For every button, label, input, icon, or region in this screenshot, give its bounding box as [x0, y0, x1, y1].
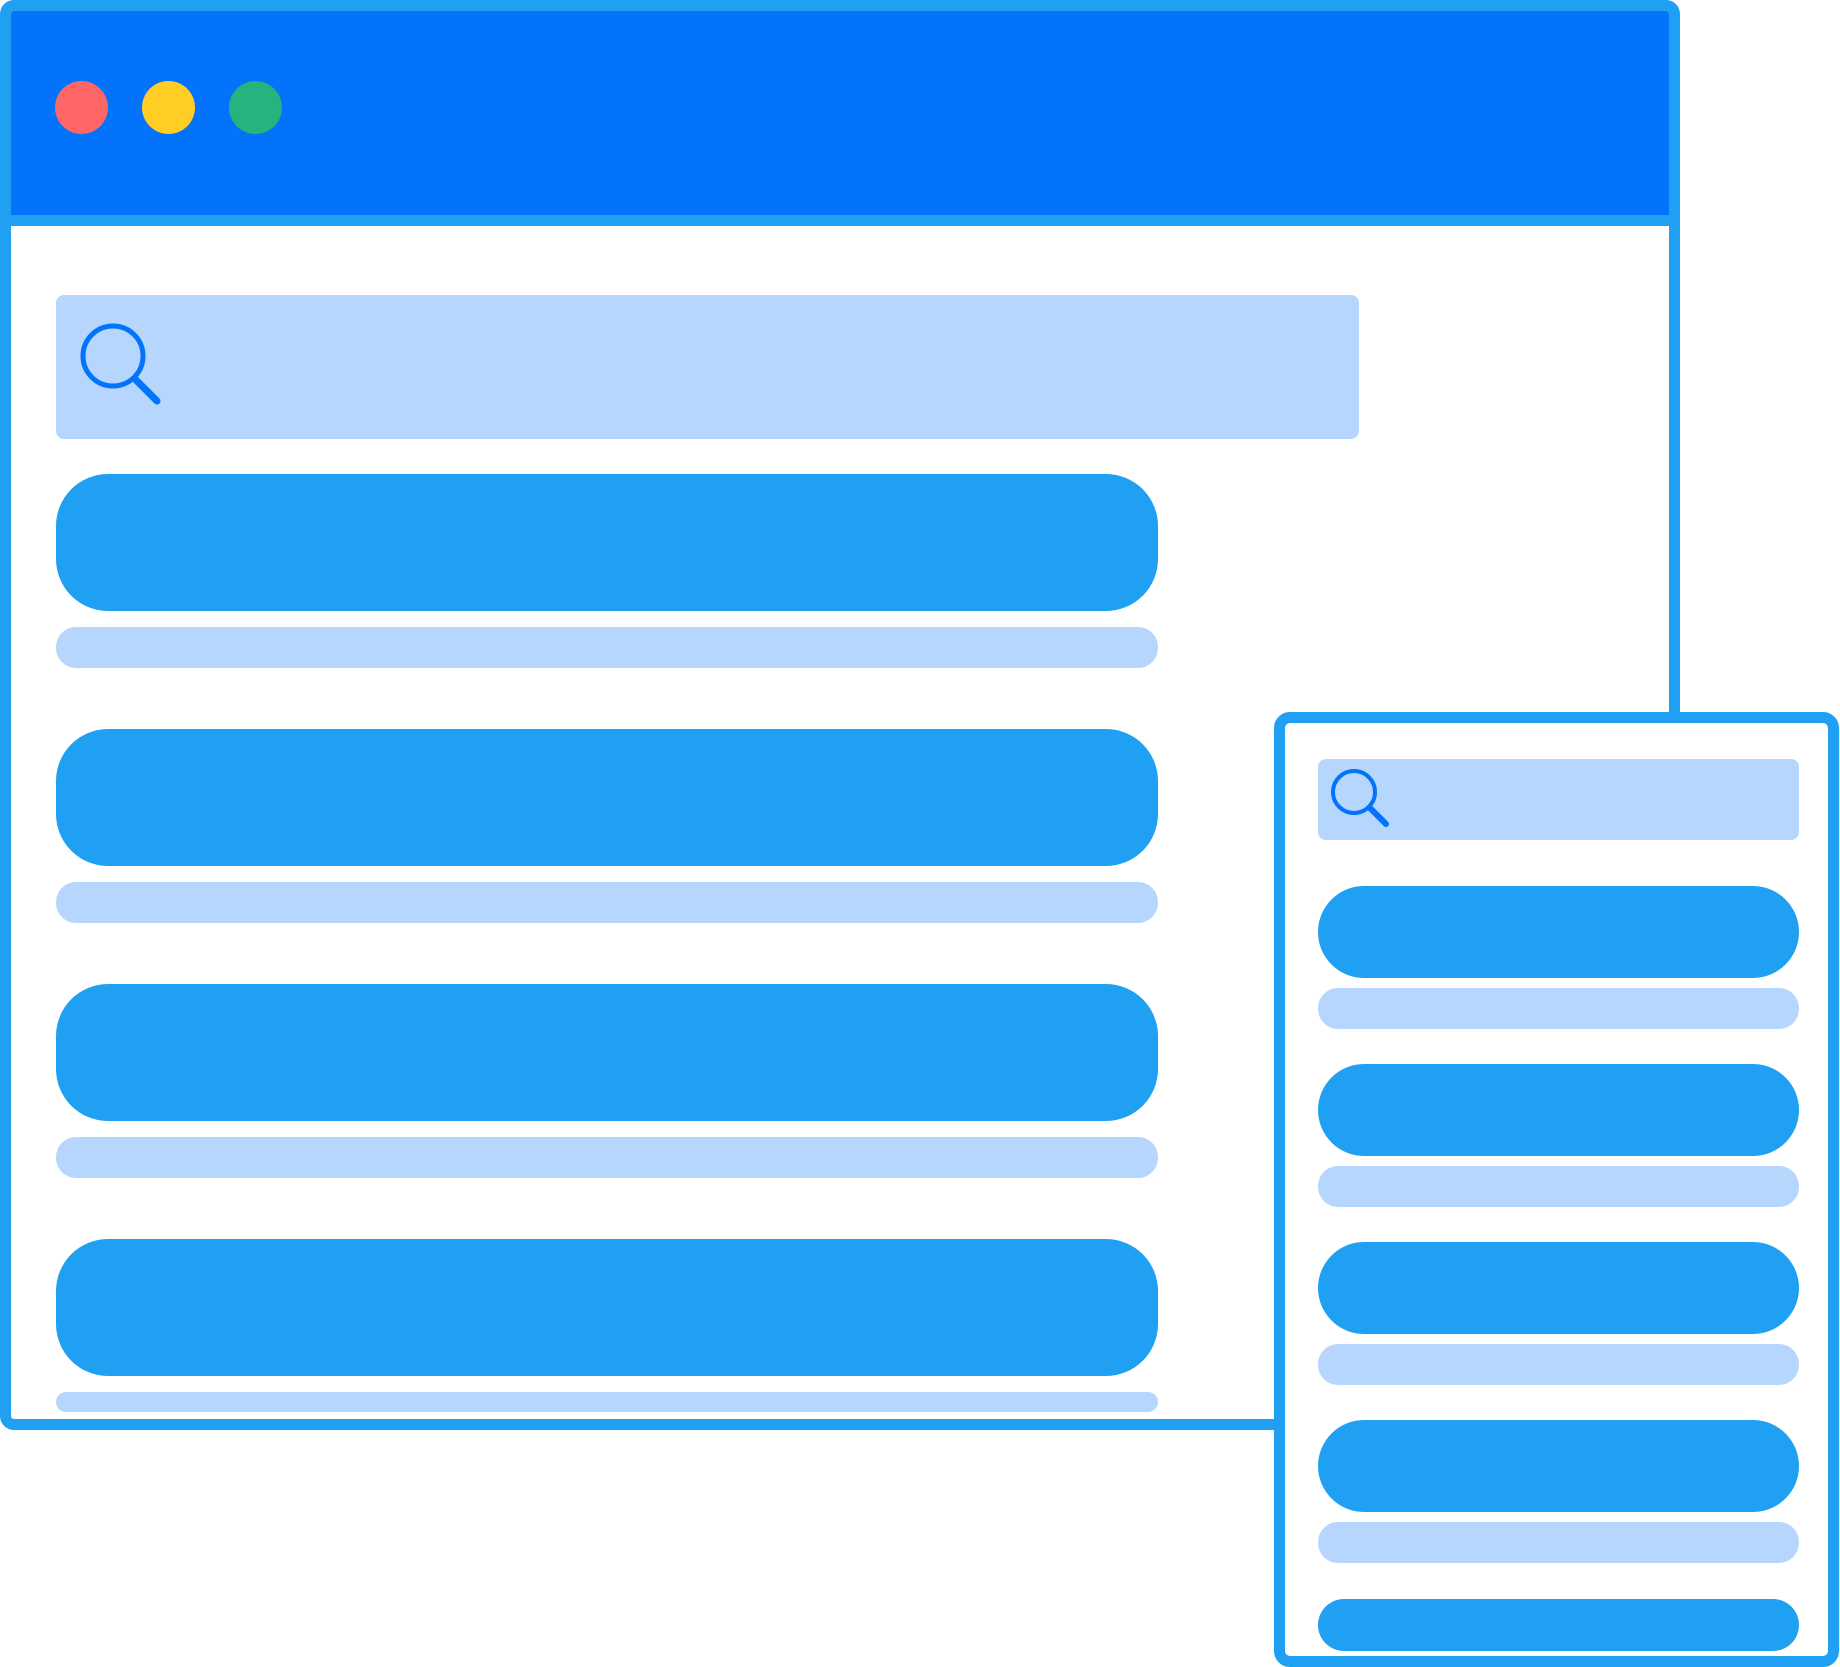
search-icon	[1330, 768, 1392, 830]
content-block[interactable]	[56, 474, 1158, 611]
content-line	[56, 882, 1158, 923]
mobile-window	[1274, 712, 1839, 1667]
search-icon	[80, 323, 166, 409]
title-bar-divider	[11, 215, 1669, 226]
content-block[interactable]	[56, 729, 1158, 866]
mobile-content-block[interactable]	[1318, 1064, 1799, 1156]
mobile-content-line	[1318, 988, 1799, 1029]
mobile-content-line	[1318, 1166, 1799, 1207]
close-window-button[interactable]	[55, 81, 108, 134]
mobile-content-block[interactable]	[1318, 1420, 1799, 1512]
content-line	[56, 1137, 1158, 1178]
mobile-content-block[interactable]	[1318, 1242, 1799, 1334]
content-line	[56, 627, 1158, 668]
content-block[interactable]	[56, 984, 1158, 1121]
mobile-content-line	[1318, 1522, 1799, 1563]
mobile-content-block[interactable]	[1318, 1599, 1799, 1651]
mobile-content-line	[1318, 1344, 1799, 1385]
search-bar[interactable]	[56, 295, 1359, 439]
content-block[interactable]	[56, 1239, 1158, 1376]
maximize-window-button[interactable]	[229, 81, 282, 134]
mobile-content-block[interactable]	[1318, 886, 1799, 978]
title-bar	[11, 11, 1669, 215]
mobile-search-bar[interactable]	[1318, 759, 1799, 840]
content-line	[56, 1392, 1158, 1412]
minimize-window-button[interactable]	[142, 81, 195, 134]
